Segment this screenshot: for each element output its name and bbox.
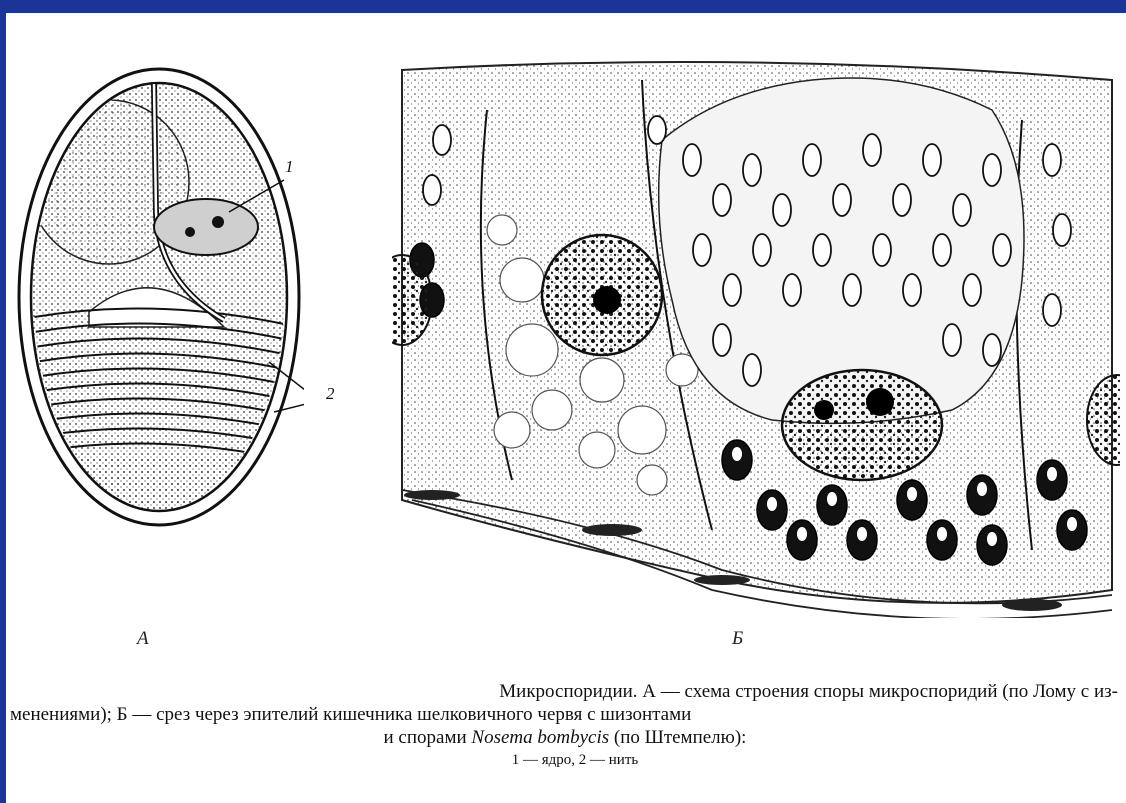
panel-b-label: Б <box>732 628 743 650</box>
callout-label-2: 2 <box>326 384 335 404</box>
species-name: Nosema bombycis <box>471 727 609 748</box>
panel-a-label: А <box>137 628 149 650</box>
caption-line-3: и спорами Nosema bombycis (по Штемпелю): <box>10 726 1120 749</box>
caption-line-3-suffix: (по Штемпелю): <box>609 727 746 748</box>
caption-line-3-prefix: и спорами <box>384 727 472 748</box>
caption-line-2: менениями); Б — срез через эпителий кише… <box>10 703 1120 726</box>
spore-scheme-diagram <box>14 62 304 532</box>
infected-cell-nucleus <box>782 370 942 480</box>
caption-legend: 1 — ядро, 2 — нить <box>10 749 1120 772</box>
spore-nucleus <box>154 199 258 255</box>
callout-label-1: 1 <box>285 157 294 177</box>
intestinal-epithelium-section <box>392 50 1120 618</box>
figure-caption: Микроспоридии. А — схема строения споры … <box>10 680 1120 772</box>
caption-line-1: Микроспоридии. А — схема строения споры … <box>10 680 1120 703</box>
